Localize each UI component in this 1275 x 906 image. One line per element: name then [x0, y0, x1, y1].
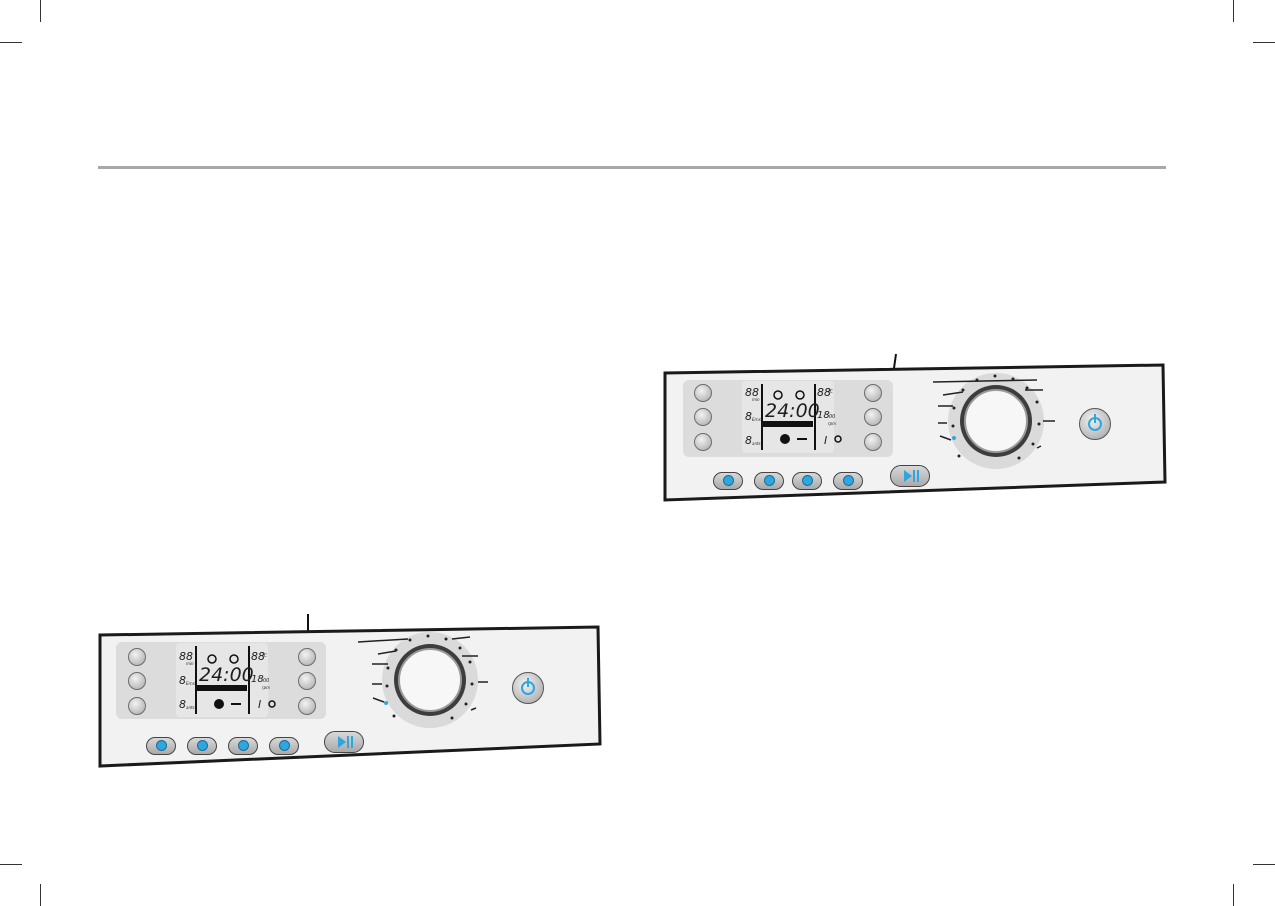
lcd-main-time: 24:00: [765, 400, 820, 422]
function-button[interactable]: [146, 737, 176, 755]
lcd-mid-right-small: 00: [829, 414, 836, 420]
crop-mark: [40, 0, 41, 22]
rinse-icon: [723, 475, 734, 486]
header-rule: [98, 166, 1166, 169]
crop-mark: [1233, 884, 1234, 906]
lcd-top-right: 88: [817, 386, 831, 399]
clock-icon: [764, 475, 775, 486]
lcd-bot-right: I: [258, 698, 262, 711]
lcd-mid-right: 18: [251, 674, 264, 685]
shirt-icon: [238, 740, 249, 751]
lcd-top-left-unit: min: [752, 397, 760, 402]
lcd-mid-left-unit: Erns: [752, 417, 761, 422]
function-button[interactable]: [833, 472, 863, 490]
lcd-separators: [195, 646, 276, 714]
function-button[interactable]: [713, 472, 743, 490]
lcd-bot-left-unit: ants: [186, 705, 195, 710]
lcd-separators: [761, 384, 842, 450]
lcd-bot-left-unit: ants: [752, 441, 761, 446]
lcd-top-right-unit: °C: [262, 653, 267, 658]
crop-mark: [1233, 0, 1234, 22]
shirt-icon: [802, 475, 813, 486]
right-option-button[interactable]: [298, 697, 316, 715]
function-button[interactable]: [187, 737, 217, 755]
right-option-button[interactable]: [864, 408, 882, 426]
lcd-bot-right: I: [824, 434, 828, 447]
right-option-button[interactable]: [298, 648, 316, 666]
lcd-mid-left: 8: [179, 674, 186, 687]
start-pause-button[interactable]: [324, 731, 364, 753]
lcd-top-right: 88: [251, 650, 265, 663]
lcd-mid-right-small: 00: [263, 678, 270, 684]
clock-icon: [197, 740, 208, 751]
pause-icon: [913, 470, 915, 482]
start-pause-button[interactable]: [890, 465, 930, 487]
lcd-top-left: 88: [745, 386, 759, 399]
crop-mark: [0, 864, 22, 865]
left-option-button[interactable]: [694, 433, 712, 451]
lcd-top-left: 88: [179, 650, 193, 663]
control-panel-illustration: 88 min 8 Erns 8 ants 24:00 88 °C 18 00 r…: [96, 625, 602, 768]
lcd-top-right-unit: °C: [828, 389, 833, 394]
control-panel-illustration: 88 min 8 Erns 8 ants 24:00 88 °C 18 00 r…: [663, 363, 1169, 506]
lcd-top-left-unit: min: [186, 661, 194, 666]
lcd-mid-left: 8: [745, 410, 752, 423]
crop-mark: [1253, 864, 1275, 865]
play-icon: [904, 470, 912, 482]
play-icon: [338, 736, 346, 748]
pause-icon: [347, 736, 349, 748]
right-option-button[interactable]: [864, 433, 882, 451]
function-button[interactable]: [228, 737, 258, 755]
function-button[interactable]: [754, 472, 784, 490]
drop-icon: [279, 740, 290, 751]
left-option-button[interactable]: [694, 384, 712, 402]
right-option-button[interactable]: [298, 672, 316, 690]
lcd-bot-left: 8: [745, 434, 752, 447]
lcd-main-time: 24:00: [199, 664, 254, 686]
left-option-button[interactable]: [128, 697, 146, 715]
power-button[interactable]: [512, 672, 544, 704]
crop-mark: [1253, 42, 1275, 43]
crop-mark: [40, 884, 41, 906]
lcd-bot-left: 8: [179, 698, 186, 711]
left-option-button[interactable]: [128, 672, 146, 690]
lcd-mid-right-unit: rpm: [262, 685, 271, 690]
right-option-button[interactable]: [864, 384, 882, 402]
rinse-icon: [156, 740, 167, 751]
power-button[interactable]: [1079, 408, 1111, 440]
lcd-mid-left-unit: Erns: [186, 681, 195, 686]
function-button[interactable]: [792, 472, 822, 490]
drop-icon: [843, 475, 854, 486]
function-button[interactable]: [269, 737, 299, 755]
lcd-mid-right: 18: [817, 410, 830, 421]
left-option-button[interactable]: [694, 408, 712, 426]
crop-mark: [0, 42, 22, 43]
left-option-button[interactable]: [128, 648, 146, 666]
lcd-mid-right-unit: rpm: [828, 421, 837, 426]
